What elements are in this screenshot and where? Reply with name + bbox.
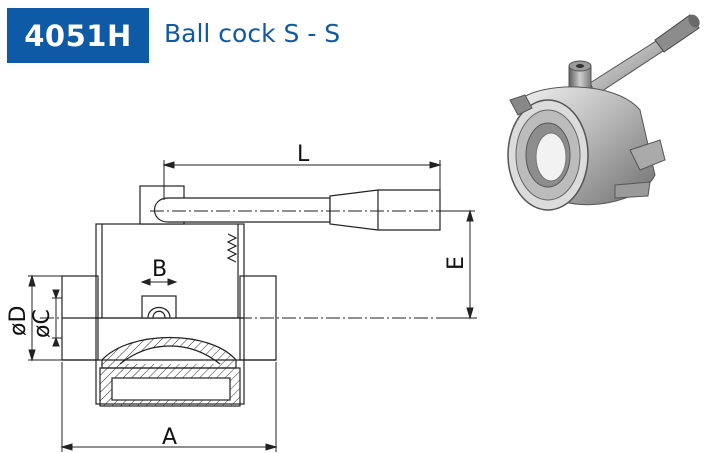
dimension-lines — [28, 160, 475, 452]
dim-label-a: A — [162, 425, 177, 450]
dim-label-e: E — [444, 256, 469, 270]
render-body — [507, 86, 666, 211]
product-3d-render — [507, 14, 700, 211]
dim-label-d: øD — [6, 306, 31, 336]
flange-teeth — [226, 233, 238, 263]
handle-grip — [329, 189, 441, 231]
product-code: 4051H — [24, 18, 132, 53]
product-title: Ball cock S - S — [164, 19, 341, 48]
valve-section-view — [40, 185, 480, 407]
dim-label-c: øC — [30, 309, 55, 338]
render-handle — [589, 14, 700, 96]
dim-label-b: B — [152, 257, 167, 282]
product-code-badge: 4051H — [7, 8, 149, 63]
handle-lever — [153, 197, 331, 223]
dim-label-l: L — [297, 142, 310, 167]
